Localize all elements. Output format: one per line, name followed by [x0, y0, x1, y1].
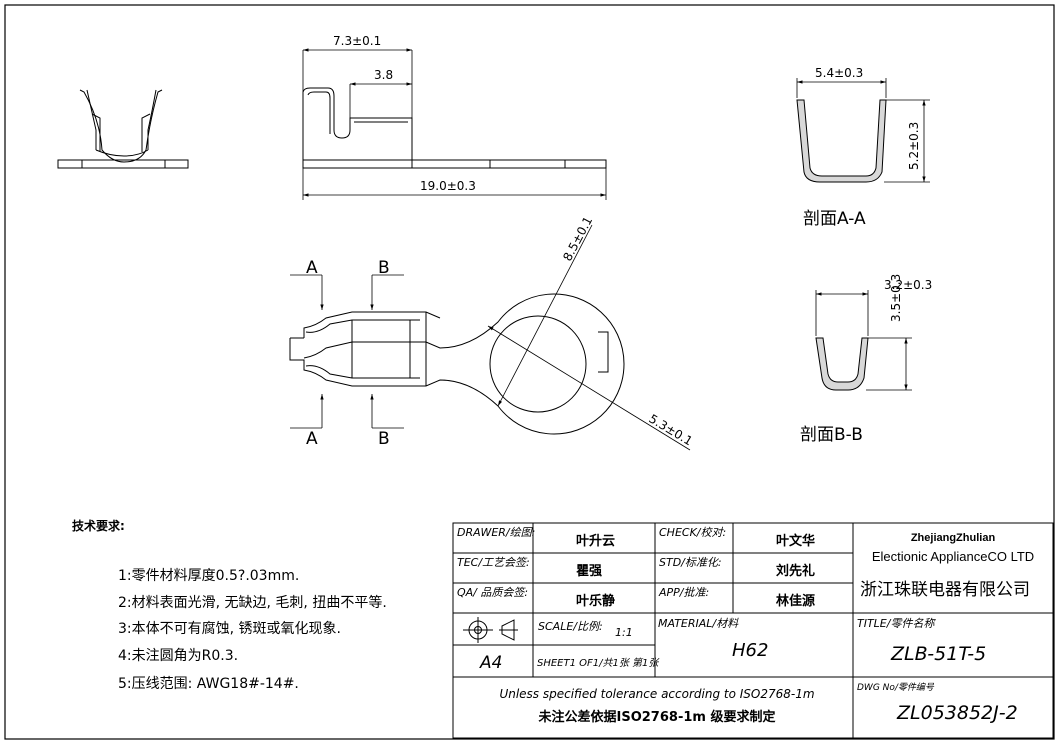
side-view-dimensions	[302, 48, 607, 200]
part-title: ZLB-51T-5	[890, 643, 986, 665]
section-label-b: 剖面B-B	[800, 425, 863, 445]
app-label: APP/批准:	[658, 586, 709, 599]
section-a-a	[796, 99, 887, 183]
section-mark-b-bottom: B	[378, 429, 390, 449]
section-mark-b-top: B	[378, 258, 390, 278]
note-item: 5:压线范围: AWG18#-14#.	[118, 675, 299, 692]
qa-label: QA/ 品质会签:	[457, 586, 528, 599]
title-block-grid	[452, 522, 1054, 739]
dim-sec-a-height: 5.2±0.3	[907, 122, 921, 170]
material-value: H62	[732, 640, 768, 661]
dim-total-length: 19.0±0.3	[420, 179, 476, 193]
note-item: 4:未注圆角为R0.3.	[118, 648, 238, 664]
section-label-a: 剖面A-A	[803, 209, 866, 229]
app-value: 林佳源	[776, 593, 815, 609]
dim-sec-b-width: 3.2±0.3	[884, 278, 932, 292]
projection-symbol-icon	[463, 617, 518, 643]
note-item: 1:零件材料厚度0.5?.03mm.	[118, 568, 299, 584]
company-name-en-1: ZhejiangZhulian	[911, 532, 996, 544]
section-markers	[290, 224, 691, 451]
scale-label: SCALE/比例:	[538, 620, 603, 633]
dim-ring-outer: 8.5±0.1	[560, 214, 595, 263]
section-b-dimensions	[815, 290, 912, 391]
dwg-label: DWG No/零件编号	[857, 682, 935, 693]
tolerance-cn: 未注公差依据ISO2768-1m 级要求制定	[538, 709, 776, 725]
tec-value: 瞿强	[575, 564, 602, 579]
section-a-dimensions	[796, 78, 930, 183]
drawer-label: DRAWER/绘图:	[457, 526, 535, 539]
drawing-border	[4, 4, 1055, 740]
section-mark-a-bottom: A	[306, 429, 318, 449]
dim-sec-b-height: 3.5±0.3	[889, 274, 903, 322]
sheet-info: SHEET1 OF1/共1张 第1张	[537, 657, 660, 669]
dwg-number: ZL053852J-2	[896, 702, 1018, 724]
scale-value: 1:1	[615, 626, 633, 639]
paper-size: A4	[479, 653, 502, 673]
dim-ring-inner: 5.3±0.1	[646, 412, 695, 449]
qa-value: 叶乐静	[576, 593, 615, 609]
note-item: 2:材料表面光滑, 无缺边, 毛刺, 扭曲不平等.	[118, 594, 387, 611]
plan-view	[289, 293, 625, 435]
check-value: 叶文华	[776, 533, 815, 549]
company-name-en-2: Electionic ApplianceCO LTD	[872, 549, 1034, 564]
section-mark-a-top: A	[306, 258, 318, 278]
dim-slot-width: 3.8	[374, 68, 393, 82]
dim-top-width: 7.3±0.1	[333, 34, 381, 48]
notes-title: 技术要求:	[72, 518, 125, 533]
std-label: STD/标准化:	[659, 556, 722, 569]
note-item: 3:本体不可有腐蚀, 锈斑或氧化现象.	[118, 620, 341, 637]
std-value: 刘先礼	[776, 563, 815, 579]
material-label: MATERIAL/材料	[658, 617, 739, 630]
tolerance-en: Unless specified tolerance according to …	[499, 687, 814, 701]
section-b-b	[815, 337, 869, 391]
company-name-cn: 浙江珠联电器有限公司	[860, 580, 1030, 600]
check-label: CHECK/校对:	[659, 526, 726, 539]
side-view	[302, 87, 607, 169]
title-label: TITLE/零件名称	[857, 617, 936, 630]
drawer-value: 叶升云	[576, 533, 615, 549]
front-view	[57, 89, 189, 169]
dim-sec-a-width: 5.4±0.3	[815, 66, 863, 80]
tec-label: TEC/工艺会签:	[457, 556, 530, 569]
